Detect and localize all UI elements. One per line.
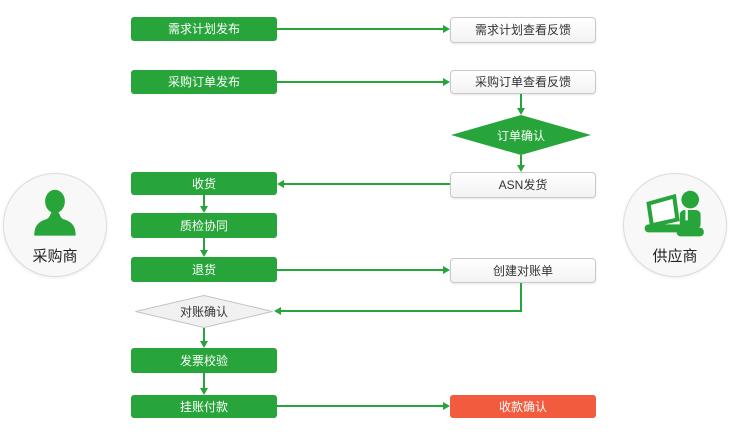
decision-order-confirm-label: 订单确认 [496, 128, 545, 143]
node-invoice-check: 发票校验 [131, 348, 277, 373]
arrowhead-left [274, 307, 281, 315]
node-receive-goods: 收货 [131, 172, 277, 195]
node-create-statement: 创建对账单 [450, 258, 596, 283]
actor-supplier: 供应商 [623, 173, 727, 277]
arrowhead-down [517, 165, 525, 172]
arrowhead-down [200, 250, 208, 257]
node-demand-plan-feedback: 需求计划查看反馈 [450, 17, 596, 43]
node-payment: 挂账付款 [131, 395, 277, 418]
actor-buyer: 采购商 [3, 173, 107, 277]
connector-quality-to-return [203, 238, 205, 251]
connector-invoice-to-payment [203, 373, 205, 388]
arrowhead-right [443, 266, 450, 274]
connector-po-publish-to-feedback [277, 81, 443, 83]
arrowhead-down [517, 108, 525, 115]
node-asn-ship: ASN发货 [450, 172, 596, 198]
connector-po-feedback-to-order-confirm [520, 94, 522, 108]
connector-demand-publish-to-feedback [277, 28, 443, 30]
person-laptop-icon [643, 184, 707, 244]
arrowhead-down [200, 206, 208, 213]
arrowhead-right [443, 78, 450, 86]
arrowhead-down [200, 341, 208, 348]
arrowhead-down [200, 388, 208, 395]
node-receipt-confirm: 收款确认 [450, 395, 596, 418]
node-po-publish: 采购订单发布 [131, 70, 277, 94]
actor-buyer-label: 采购商 [32, 248, 78, 265]
connector-return-to-create-statement [277, 269, 443, 271]
connector-asn-to-receive [284, 183, 450, 185]
connector-order-confirm-to-asn [520, 155, 522, 165]
person-icon [28, 184, 82, 244]
connector-payment-to-receipt-confirm [277, 405, 443, 407]
node-return-goods: 退货 [131, 257, 277, 282]
node-po-feedback: 采购订单查看反馈 [450, 70, 596, 94]
arrowhead-right [443, 402, 450, 410]
connector-receive-to-quality [203, 195, 205, 207]
connector-create-statement-elbow-vertical [520, 283, 522, 312]
connector-statement-confirm-to-invoice [203, 328, 205, 341]
decision-statement-confirm-label: 对账确认 [179, 305, 228, 319]
actor-supplier-label: 供应商 [652, 248, 698, 265]
node-demand-plan-publish: 需求计划发布 [131, 17, 277, 41]
arrowhead-left [277, 180, 284, 188]
arrowhead-right [443, 25, 450, 33]
decision-order-confirm: 订单确认 [451, 115, 591, 155]
decision-statement-confirm: 对账确认 [135, 295, 273, 328]
node-quality-collab: 质检协同 [131, 213, 277, 238]
connector-create-statement-elbow-horizontal [281, 310, 522, 312]
